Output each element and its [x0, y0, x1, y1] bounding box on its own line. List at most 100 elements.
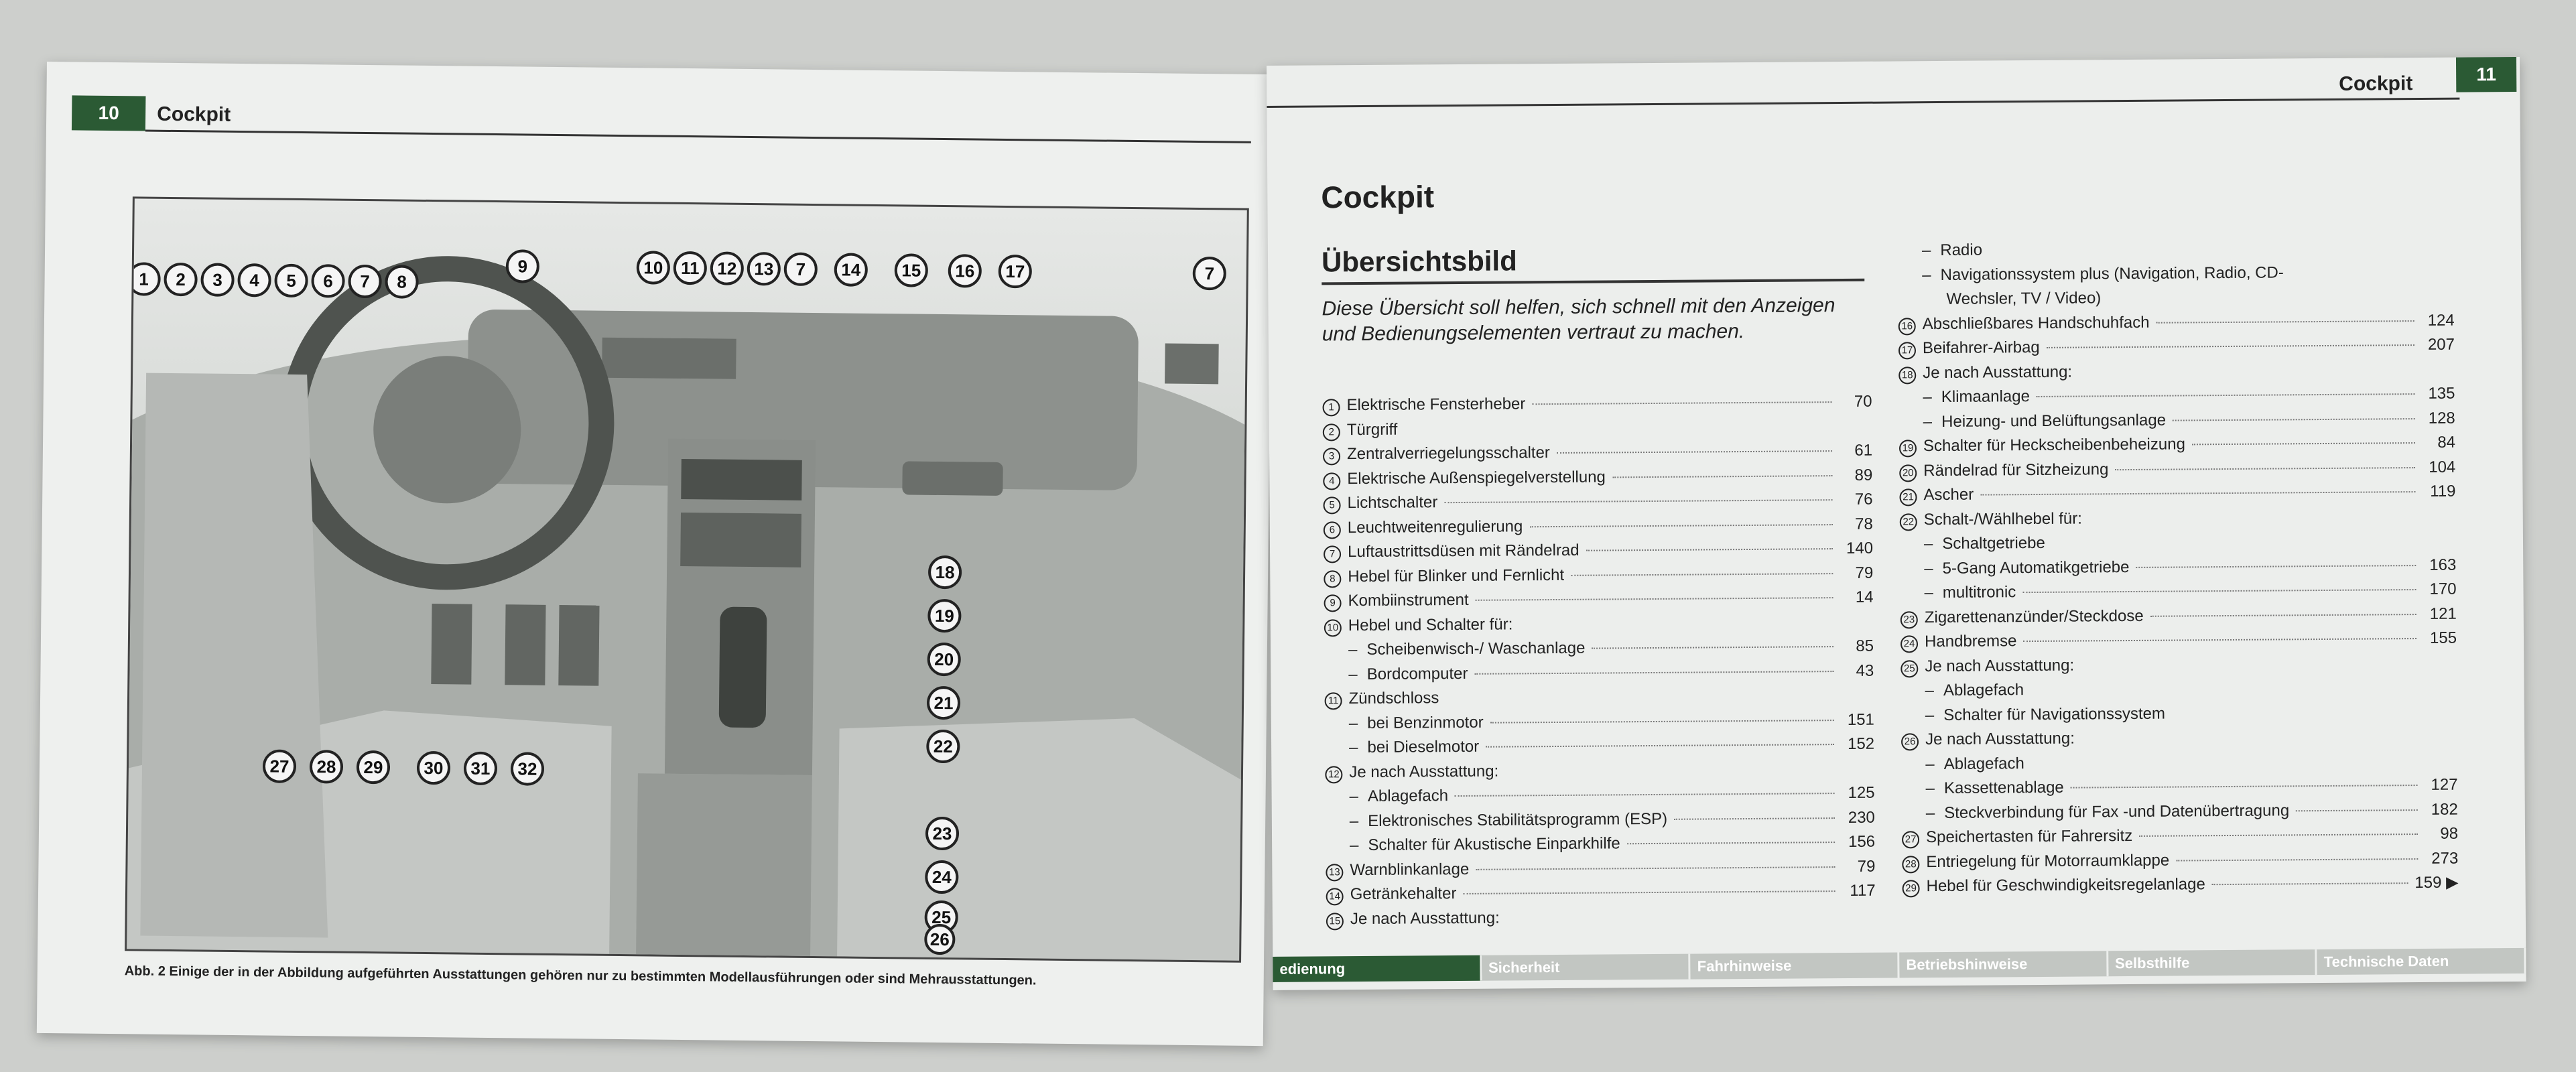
running-head-right: Cockpit: [2339, 72, 2413, 95]
cockpit-illustration: 1 2 3 4 5 6 7 8 9 10 11 12 13 7 14 15 16…: [125, 196, 1249, 963]
entry-text: Ablagefach: [1943, 681, 2024, 699]
callout-28: 28: [309, 750, 344, 784]
entry-page: 135: [2428, 384, 2455, 403]
entry-text: multitronic: [1942, 583, 2016, 602]
callout-32: 32: [510, 752, 545, 786]
entry-dash: –: [1349, 811, 1359, 830]
entry-page: 84: [2437, 433, 2456, 452]
entry-text: Speichertasten für Fahrersitz: [1925, 827, 2133, 847]
callout-12: 12: [710, 251, 745, 285]
entry-dash: –: [1925, 681, 1934, 700]
entry-number: 28: [1902, 855, 1920, 874]
chapter-tab: Fahrhinweise: [1690, 952, 1900, 980]
entry-dash: –: [1925, 754, 1935, 773]
entry-text: bei Dieselmotor: [1367, 737, 1480, 756]
entry-number: 1: [1322, 399, 1340, 417]
entry-text: Elektrische Außenspiegelverstellung: [1347, 467, 1606, 488]
chapter-tab: edienung: [1273, 955, 1482, 982]
entry-dash: –: [1925, 803, 1935, 822]
entry-page: 152: [1847, 734, 1875, 753]
entry-dash: –: [1349, 738, 1358, 757]
entry-page: 61: [1854, 441, 1873, 460]
callout-30: 30: [416, 750, 451, 785]
entry-text: Hebel für Geschwindigkeitsregelanlage: [1926, 875, 2205, 896]
entry-text: Elektronisches Stabilitätsprogramm (ESP): [1368, 809, 1668, 830]
callout-14: 14: [834, 253, 868, 287]
entry-number: 22: [1899, 513, 1917, 531]
dot-leader: [1626, 842, 1836, 845]
dot-leader: [2139, 833, 2419, 837]
index-entry: –Ablagefach: [1901, 675, 2457, 704]
callout-22: 22: [926, 729, 960, 764]
index-entry: –Ablagefach: [1901, 748, 2457, 777]
dot-leader: [2115, 466, 2416, 470]
callout-13: 13: [747, 251, 781, 286]
entry-number: 8: [1324, 570, 1342, 588]
entry-text: Ablagefach: [1943, 754, 2024, 773]
entry-dash: –: [1923, 412, 1933, 431]
entry-page: 78: [1854, 515, 1873, 533]
dot-leader: [1455, 793, 1835, 797]
dot-leader: [1592, 646, 1834, 649]
dot-leader: [1571, 572, 1833, 576]
entry-number: 11: [1324, 692, 1342, 710]
right-page: Cockpit 11 Cockpit Übersichtsbild Diese …: [1267, 56, 2526, 990]
entry-text: Kassettenablage: [1943, 778, 2064, 797]
entry-number: 25: [1901, 659, 1919, 678]
index-entry: –Steckverbindung für Fax -und Datenübert…: [1902, 797, 2458, 825]
entry-number: 29: [1902, 880, 1920, 898]
dot-leader: [1586, 548, 1833, 551]
callout-16: 16: [948, 254, 982, 288]
dot-leader: [2191, 442, 2415, 446]
entry-text: Elektrische Fensterheber: [1346, 395, 1526, 415]
entry-number: 18: [1898, 366, 1917, 385]
entry-text: Abschließbares Handschuhfach: [1922, 313, 2150, 333]
entry-text: Beifahrer-Airbag: [1922, 338, 2040, 358]
entry-page: 14: [1855, 588, 1874, 606]
entry-number: 26: [1901, 733, 1919, 751]
entry-number: 21: [1899, 488, 1917, 507]
dot-leader: [1474, 670, 1834, 675]
entry-page: 79: [1857, 857, 1876, 876]
dot-leader: [2023, 638, 2417, 643]
entry-page: 89: [1854, 466, 1873, 484]
dot-leader: [1490, 719, 1834, 724]
running-head-left: Cockpit: [157, 103, 231, 126]
entry-number: 19: [1898, 440, 1917, 458]
dot-leader: [2022, 589, 2417, 594]
chapter-tab: Selbsthilfe: [2108, 949, 2317, 977]
entry-number: 3: [1322, 448, 1341, 466]
callout-15: 15: [894, 253, 929, 287]
entry-number: 24: [1900, 635, 1919, 653]
entry-text: Klimaanlage: [1941, 387, 2031, 406]
callout-26: 26: [924, 923, 956, 955]
dot-leader: [1612, 474, 1833, 478]
entry-text: Steckverbindung für Fax -und Datenübertr…: [1944, 801, 2290, 822]
callout-11: 11: [673, 251, 708, 285]
chapter-tab: Technische Daten: [2317, 947, 2526, 976]
entry-page: 121: [2429, 604, 2457, 623]
dot-leader: [2156, 320, 2414, 324]
callout-7: 7: [348, 264, 382, 299]
entry-text: Ascher: [1923, 485, 1974, 505]
entry-dash: –: [1924, 584, 1933, 602]
index-entry: –Radio: [1898, 235, 2454, 263]
